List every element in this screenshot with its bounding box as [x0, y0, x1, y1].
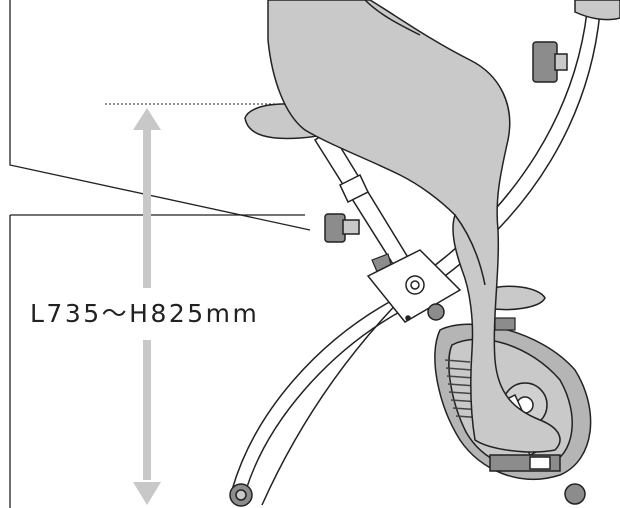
- floor-feet: [229, 483, 586, 507]
- seat-height-arrow: [133, 108, 161, 505]
- frame-pivot: [366, 249, 462, 323]
- rear-legs: [231, 289, 411, 506]
- handlebar-end: [574, 0, 620, 21]
- callout-lines: [9, 0, 311, 508]
- far-pedal: [484, 285, 546, 311]
- seat-height-range-label: L735〜H825mm: [28, 294, 262, 330]
- tension-knob: [532, 41, 568, 83]
- adjustment-knob: [324, 213, 360, 243]
- far-pedal-clip: [494, 317, 516, 331]
- rider-figure: [267, 0, 561, 453]
